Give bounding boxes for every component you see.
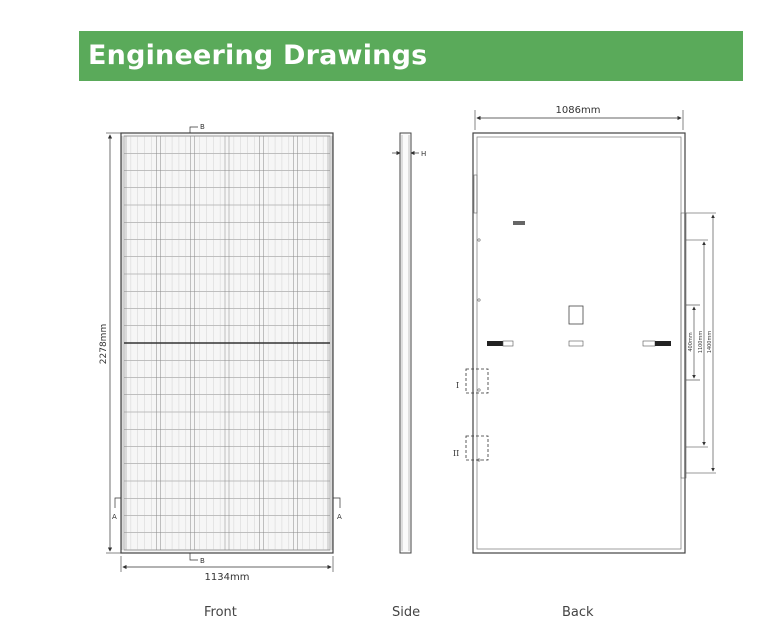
detail-mark-2: II (453, 449, 459, 458)
section-marker-top: B (200, 123, 205, 131)
section-marker-right: A (337, 513, 342, 521)
back-view-label: Back (562, 605, 594, 620)
section-marker-bottom: B (200, 557, 205, 565)
cable-connectors (487, 340, 671, 347)
side-view-label: Side (392, 605, 421, 620)
back-width-label: 1086mm (556, 105, 601, 116)
side-view: H (392, 132, 426, 554)
junction-box (568, 305, 584, 325)
detail-box-2 (465, 435, 489, 461)
page-title: Engineering Drawings (88, 40, 428, 71)
header-banner: Engineering Drawings (79, 31, 743, 81)
front-width-label: 1134mm (205, 572, 250, 583)
back-frame (472, 132, 686, 554)
dimension-1400-label: 1400mm (707, 331, 713, 354)
detail-box-1 (465, 368, 489, 394)
back-label-plate (513, 221, 525, 225)
front-view: 2278mm 1134mm B B A A (99, 123, 342, 583)
front-height-label: 2278mm (99, 324, 109, 364)
back-mounting-dimensions (686, 212, 716, 474)
back-view: 1086mm 400mm (453, 105, 716, 554)
side-section-marker: H (421, 150, 426, 158)
detail-mark-1: I (456, 381, 459, 390)
dimension-1100-label: 1100mm (698, 331, 704, 354)
side-frame (399, 132, 412, 554)
front-view-label: Front (204, 605, 237, 620)
section-marker-left: A (112, 513, 117, 521)
dimension-400-label: 400mm (688, 332, 694, 351)
